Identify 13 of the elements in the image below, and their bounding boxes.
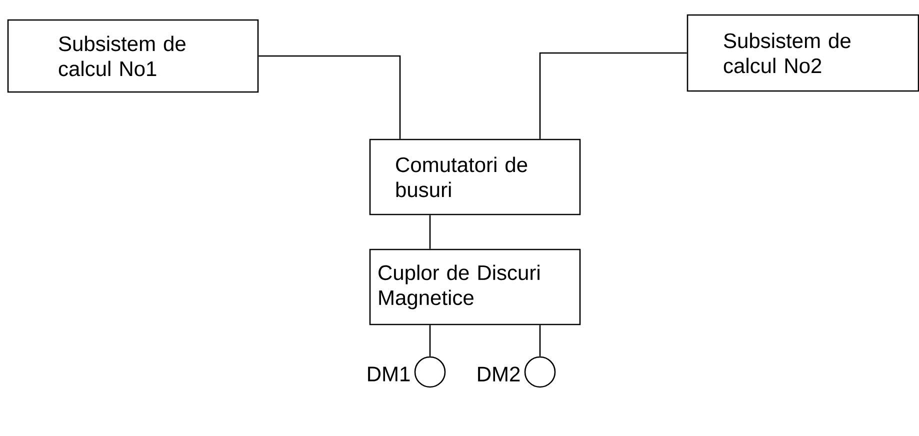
- disk-symbol: [524, 356, 556, 388]
- process-box: Cuplor de Discuri Magnetice: [369, 248, 581, 326]
- disk-label: DM2: [478, 366, 520, 382]
- connector-line: [539, 325, 541, 356]
- process-box: Subsistem de calcul No1: [7, 19, 259, 93]
- disk-label: DM1: [368, 366, 410, 382]
- connector-line: [429, 215, 431, 249]
- connector-line: [539, 52, 687, 139]
- connector-line: [258, 55, 401, 139]
- disk-symbol: [414, 356, 446, 388]
- process-box: Subsistem de calcul No2: [686, 14, 919, 92]
- connector-line: [429, 325, 431, 356]
- process-box: Comutatori de busuri: [369, 138, 581, 216]
